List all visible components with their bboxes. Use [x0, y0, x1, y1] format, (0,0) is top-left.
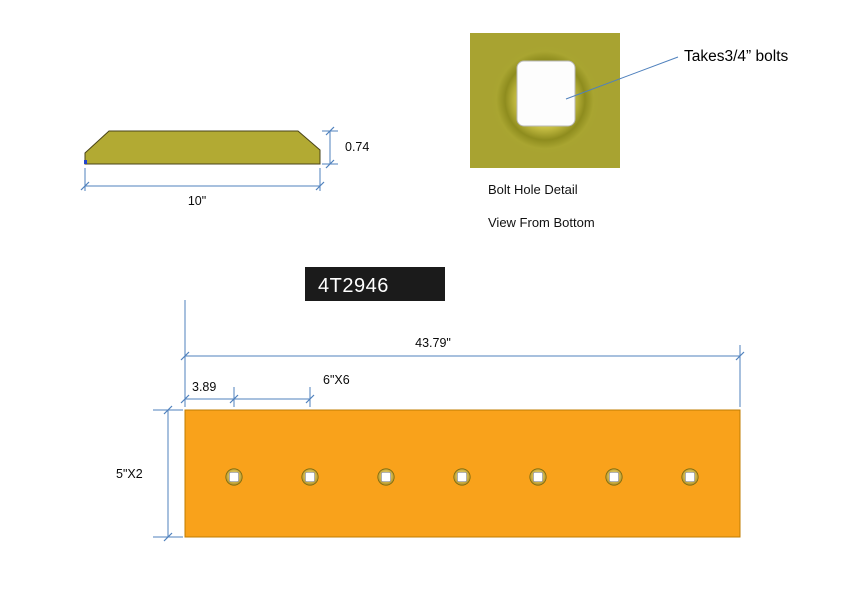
bolt-note: Takes3/4” bolts: [684, 48, 788, 65]
bolt-hole: [377, 468, 395, 486]
leader-line: [565, 56, 679, 100]
blade-cross-section: [84, 130, 321, 165]
bolt-hole: [225, 468, 243, 486]
dimension-tick: [80, 181, 90, 191]
bolt-hole: [605, 468, 623, 486]
dimension-tick: [163, 405, 173, 415]
dimension-plate-height: 5"X2: [116, 405, 183, 542]
dimension-overall-length: 43.79": [180, 300, 745, 407]
section-view: 0.74 10": [80, 126, 369, 208]
bolt-hole: [681, 468, 699, 486]
detail-caption: Bolt Hole Detail: [488, 182, 578, 197]
dimension-tick: [735, 351, 745, 361]
overall-length-value: 43.79": [415, 336, 451, 350]
dimension-tick: [180, 351, 190, 361]
bolt-hole: [301, 468, 319, 486]
part-label: 4T2946: [305, 267, 445, 301]
plate-height-value: 5"X2: [116, 467, 143, 481]
bolt-hole: [529, 468, 547, 486]
detail-subcaption: View From Bottom: [488, 215, 595, 230]
dimension-tick: [180, 394, 190, 404]
dimension-tick: [305, 394, 315, 404]
dimension-tick: [325, 126, 335, 136]
section-width-value: 10": [188, 194, 206, 208]
dimension-tick: [163, 532, 173, 542]
part-label-box: [305, 267, 445, 301]
part-number: 4T2946: [318, 275, 389, 297]
bolt-hole-detail: Takes3/4” bolts Bolt Hole Detail View Fr…: [470, 33, 788, 230]
dimension-first-hole-offset: 3.89: [180, 380, 239, 407]
hole-spacing-value: 6"X6: [323, 373, 350, 387]
thickness-value: 0.74: [345, 140, 369, 154]
dimension-thickness: 0.74: [322, 126, 369, 169]
first-hole-offset-value: 3.89: [192, 380, 216, 394]
plan-view: 43.79" 3.89 6"X6: [116, 300, 745, 542]
vertex-marker: [84, 160, 87, 164]
dimension-tick: [325, 159, 335, 169]
dimension-section-width: 10": [80, 168, 325, 208]
bolt-square: [516, 60, 576, 127]
dimension-hole-spacing: 6"X6: [234, 373, 350, 407]
dimension-tick: [315, 181, 325, 191]
bolt-hole: [453, 468, 471, 486]
